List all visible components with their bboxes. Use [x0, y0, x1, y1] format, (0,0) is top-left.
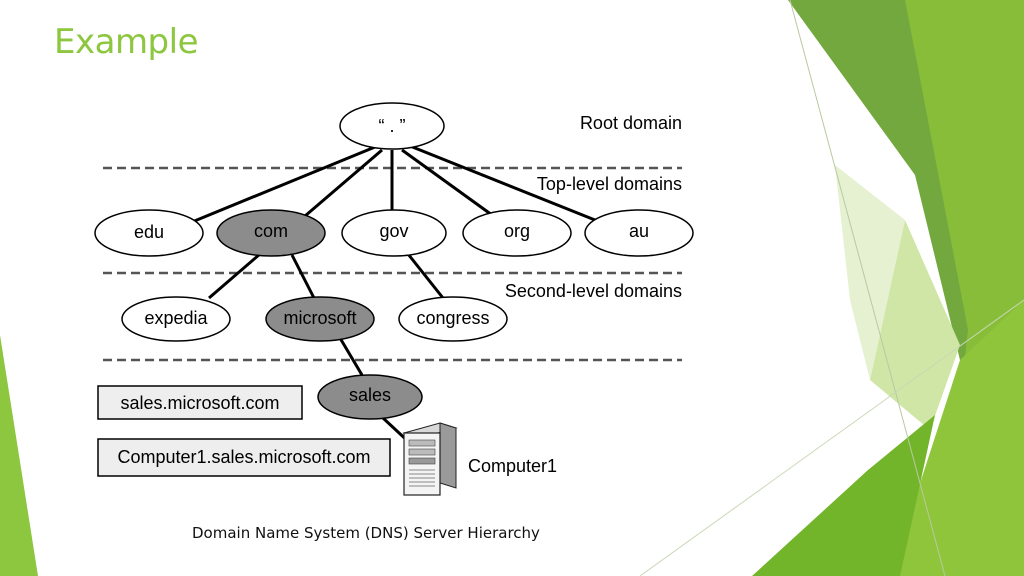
tld-node-edu: edu [94, 209, 204, 257]
root-node-label: “ . ” [379, 116, 406, 136]
sld-label: microsoft [283, 308, 356, 328]
tld-node-org: org [462, 209, 572, 257]
thin-diagonal-line [789, 0, 946, 576]
host-label-computer1: Computer1 [468, 456, 557, 476]
sld-label: expedia [144, 308, 208, 328]
tld-node-gov: gov [341, 209, 447, 257]
edge-root-com [304, 148, 383, 218]
label-root-domain: Root domain [580, 113, 682, 133]
edge-microsoft-sales [338, 337, 364, 376]
tld-label: com [254, 221, 288, 241]
sld-node-congress: congress [398, 296, 508, 342]
edge-root-edu [191, 145, 376, 224]
fqdn-box-sales: sales.microsoft.com [97, 385, 303, 420]
server-tower-icon [402, 422, 458, 496]
sld-label: congress [416, 308, 489, 328]
label-top-level-domains: Top-level domains [537, 174, 682, 194]
right-light-green-panel [870, 220, 960, 430]
edge-com-microsoft [290, 254, 316, 299]
thin-diagonal-line [639, 299, 1024, 576]
tld-label: edu [134, 222, 164, 242]
subdomain-node-sales: sales [317, 374, 423, 420]
edge-root-org [401, 148, 493, 217]
sld-node-microsoft: microsoft [265, 296, 375, 342]
left-green-accent [0, 335, 38, 576]
tld-label: au [629, 221, 649, 241]
sld-node-expedia: expedia [121, 296, 231, 342]
root-node: “ . ” [339, 102, 445, 150]
right-pale-sliver [835, 165, 905, 380]
tld-node-au: au [584, 209, 694, 257]
edge-gov-congress [406, 253, 445, 299]
tld-node-com: com [216, 209, 326, 257]
tree-connectors [191, 144, 601, 447]
fqdn-box-label: Computer1.sales.microsoft.com [117, 447, 370, 467]
slide-title: Example [54, 22, 199, 62]
edge-com-expedia [208, 252, 261, 300]
tld-label: gov [379, 221, 408, 241]
label-second-level-domains: Second-level domains [505, 281, 682, 301]
right-bright-green-panel [890, 300, 1024, 576]
subdomain-label: sales [349, 385, 391, 405]
diagram-caption: Domain Name System (DNS) Server Hierarch… [192, 524, 540, 542]
edge-root-au [409, 144, 601, 224]
right-bottom-green-panel [752, 415, 935, 576]
fqdn-box-label: sales.microsoft.com [120, 393, 279, 413]
tld-label: org [504, 221, 530, 241]
fqdn-box-computer1: Computer1.sales.microsoft.com [97, 438, 391, 477]
